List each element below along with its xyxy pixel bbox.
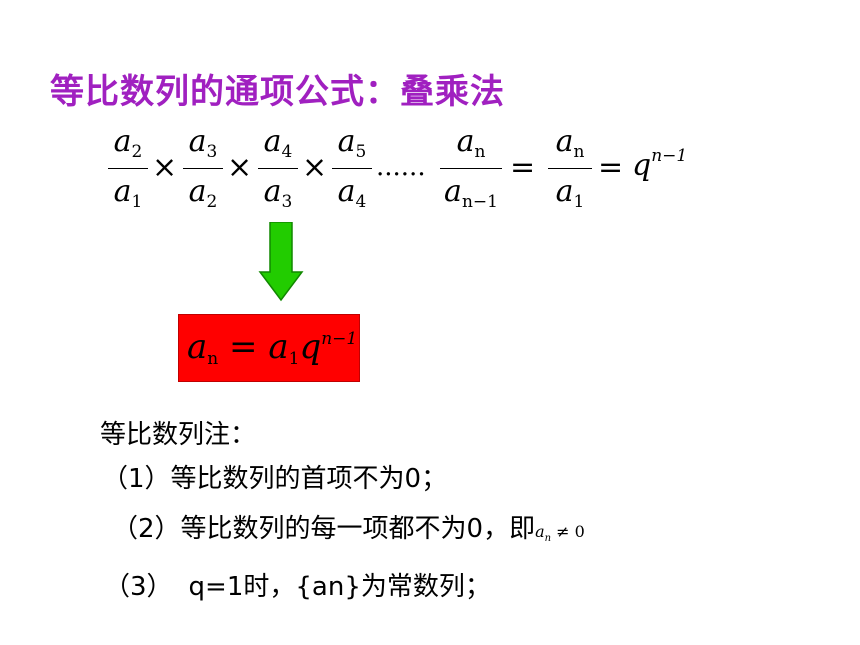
fraction-a2-a1: a2 a1 bbox=[108, 124, 148, 219]
down-arrow-icon bbox=[258, 222, 304, 302]
page-title: 等比数列的通项公式：叠乘法 bbox=[50, 72, 505, 112]
fraction-an-a1: an a1 bbox=[548, 124, 592, 219]
fraction-a4-a3: a4 a3 bbox=[258, 124, 298, 219]
ellipsis: ...... bbox=[376, 152, 426, 182]
fraction-a3-a2: a3 a2 bbox=[183, 124, 223, 219]
general-term-formula: an = a1qn−1 bbox=[187, 327, 358, 369]
times-symbol: × bbox=[227, 150, 253, 185]
equals-sign: = bbox=[510, 150, 536, 185]
note-item-2: （2）等比数列的每一项都不为0，即an ≠ 0 bbox=[112, 514, 585, 545]
an-not-zero-formula: an ≠ 0 bbox=[535, 522, 585, 545]
times-symbol: × bbox=[152, 150, 178, 185]
times-symbol: × bbox=[302, 150, 328, 185]
q-power: qn−1 bbox=[632, 146, 688, 183]
notes-heading: 等比数列注： bbox=[100, 420, 257, 450]
note-item-3: （3）q=1时，{an}为常数列； bbox=[104, 572, 491, 602]
fraction-a5-a4: a5 a4 bbox=[332, 124, 372, 219]
note-item-1: （1）等比数列的首项不为0； bbox=[102, 464, 448, 494]
fraction-an-an-1: an an−1 bbox=[440, 124, 502, 219]
equals-sign: = bbox=[598, 150, 624, 185]
result-formula-box: an = a1qn−1 bbox=[178, 314, 360, 382]
